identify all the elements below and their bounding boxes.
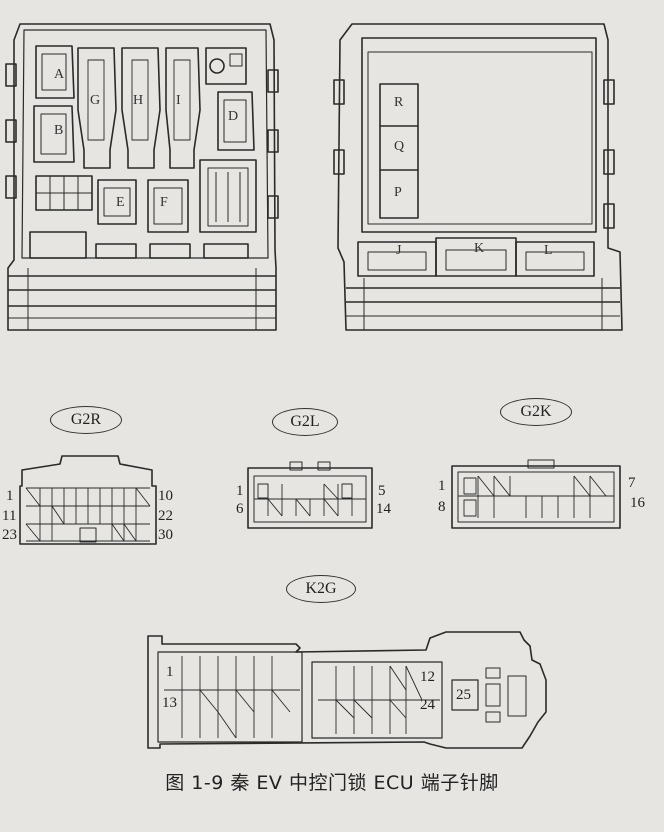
g2l-pin-14: 14 — [376, 501, 391, 517]
slot-label-a: A — [54, 67, 65, 82]
g2k-connector — [451, 459, 621, 529]
slot-label-f: F — [160, 195, 168, 210]
k2g-connector — [147, 631, 547, 749]
g2l-pin-1: 1 — [236, 483, 244, 499]
g2k-pin-1: 1 — [438, 478, 446, 494]
k2g-pin-25: 25 — [456, 687, 471, 703]
g2l-pin-6: 6 — [236, 501, 244, 517]
g2k-pin-8: 8 — [438, 499, 446, 515]
slot-label-h: H — [133, 93, 144, 108]
g2l-pin-5: 5 — [378, 483, 386, 499]
slot-label-d: D — [228, 109, 239, 124]
g2r-pin-23: 23 — [2, 527, 17, 543]
slot-label-l: L — [544, 243, 553, 258]
slot-label-r: R — [394, 95, 404, 110]
g2r-pin-1: 1 — [6, 488, 14, 504]
right-ecu-module — [333, 23, 623, 331]
g2r-connector — [19, 455, 157, 545]
g2l-connector — [247, 461, 373, 529]
slot-label-q: Q — [394, 139, 405, 154]
g2r-name-oval: G2R — [50, 406, 122, 434]
k2g-pin-13: 13 — [162, 695, 177, 711]
g2k-name-oval: G2K — [500, 398, 572, 426]
slot-label-g: G — [90, 93, 101, 108]
g2r-pin-11: 11 — [2, 508, 17, 524]
k2g-name-oval: K2G — [286, 575, 356, 603]
figure-caption: 图 1-9 秦 EV 中控门锁 ECU 端子针脚 — [165, 772, 499, 794]
g2k-pin-16: 16 — [630, 495, 645, 511]
slot-label-e: E — [116, 195, 125, 210]
slot-label-b: B — [54, 123, 64, 138]
slot-label-k: K — [474, 241, 485, 256]
g2l-name-oval: G2L — [272, 408, 338, 436]
k2g-pin-12: 12 — [420, 669, 435, 685]
g2k-pin-7: 7 — [628, 475, 636, 491]
k2g-pin-24: 24 — [420, 697, 435, 713]
slot-label-j: J — [396, 243, 402, 258]
slot-label-i: I — [176, 93, 181, 108]
g2r-pin-22: 22 — [158, 508, 173, 524]
k2g-pin-1: 1 — [166, 664, 174, 680]
slot-label-p: P — [394, 185, 402, 200]
g2r-pin-30: 30 — [158, 527, 173, 543]
g2r-pin-10: 10 — [158, 488, 173, 504]
left-ecu-module — [5, 23, 279, 331]
